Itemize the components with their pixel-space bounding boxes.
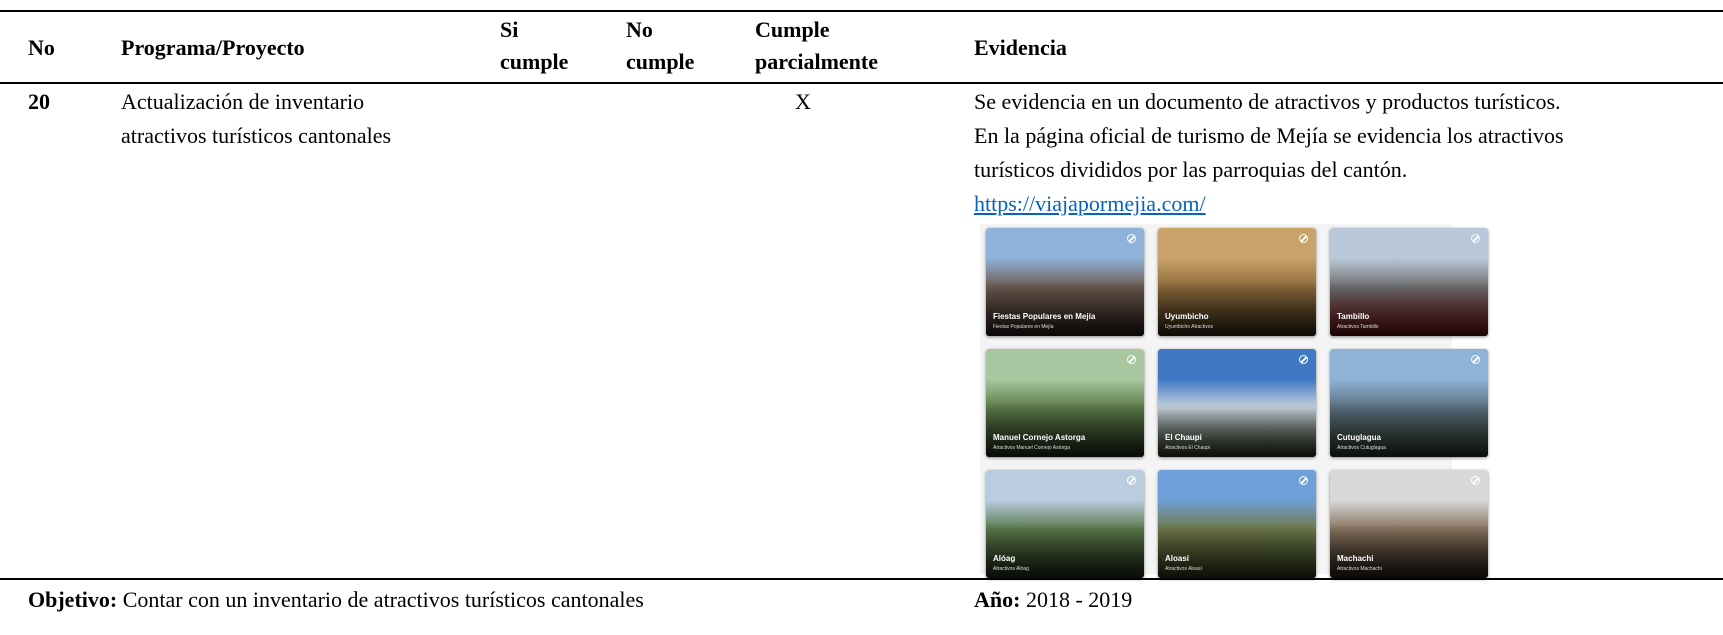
footer-rule (0, 578, 1723, 580)
tile-title: Fiestas Populares en Mejía (993, 312, 1096, 321)
row-program-line1: Actualización de inventario (121, 89, 365, 114)
compass-icon (1299, 476, 1308, 485)
header-no-cumple: No cumple (626, 14, 694, 78)
evidence-line1: Se evidencia en un documento de atractiv… (974, 89, 1561, 114)
header-evidencia: Evidencia (974, 35, 1067, 60)
compass-icon (1299, 234, 1308, 243)
tile-title: Aloasí (1165, 554, 1190, 563)
tile-shade (986, 403, 1144, 457)
compass-icon (1127, 234, 1136, 243)
tile-shade (1330, 524, 1488, 578)
header-si-cumple-line1: Si (500, 17, 519, 42)
header-parcial-line1: Cumple (755, 17, 830, 42)
header-rule (0, 82, 1723, 84)
tile-subtitle: Atractivos Alóag (993, 566, 1029, 572)
header-si-cumple-line2: cumple (500, 49, 569, 74)
header-no-cumple-line1: No (626, 17, 653, 42)
row-evidence: Se evidencia en un documento de atractiv… (974, 85, 1564, 221)
tile-subtitle: Atractivos Machachi (1337, 566, 1382, 572)
tile-title: Cutuglagua (1337, 433, 1381, 442)
compass-icon (1471, 355, 1480, 364)
tile-shade (1158, 403, 1316, 457)
tile-shade (986, 282, 1144, 336)
header-parcial-line2: parcialmente (755, 49, 879, 74)
row-program: Actualización de inventario atractivos t… (121, 85, 391, 153)
anio-text: 2018 - 2019 (1025, 587, 1133, 612)
header-program: Programa/Proyecto (121, 35, 305, 60)
tile-subtitle: Atractivos Tambillo (1337, 324, 1379, 330)
header-no-cumple-line2: cumple (626, 49, 695, 74)
header-cumple-parcialmente: Cumple parcialmente (755, 14, 878, 78)
row-program-line2: atractivos turísticos cantonales (121, 123, 392, 148)
objetivo-text: Contar con un inventario de atractivos t… (122, 587, 644, 612)
tile-subtitle: Atractivos Manuel Cornejo Astorga (993, 445, 1070, 451)
tile-shade (1158, 524, 1316, 578)
row-parcial-mark: X (795, 89, 811, 114)
row-number: 20 (28, 89, 50, 114)
tile-shade (1330, 282, 1488, 336)
tile-subtitle: Atractivos Aloasí (1165, 566, 1202, 572)
tile-shade (986, 524, 1144, 578)
objetivo: Objetivo: Contar con un inventario de at… (28, 583, 644, 617)
evidence-link[interactable]: https://viajapormejia.com/ (974, 191, 1206, 216)
compass-icon (1471, 476, 1480, 485)
tile-shade (1158, 282, 1316, 336)
tile-subtitle: Fiestas Populares en Mejía (993, 324, 1054, 330)
tile-subtitle: Atractivos El Chaupi (1165, 445, 1211, 451)
evidence-line3: turísticos divididos por las parroquias … (974, 157, 1408, 182)
table-top-rule (0, 10, 1723, 12)
tile-title: Manuel Cornejo Astorga (993, 433, 1086, 442)
evidence-line2: En la página oficial de turismo de Mejía… (974, 123, 1564, 148)
anio: Año: 2018 - 2019 (974, 583, 1132, 617)
tile-title: El Chaupi (1165, 433, 1202, 442)
compass-icon (1127, 355, 1136, 364)
compass-icon (1127, 476, 1136, 485)
objetivo-label: Objetivo: (28, 587, 118, 612)
header-si-cumple: Si cumple (500, 14, 568, 78)
tile-subtitle: Atractivos Cutuglagua (1337, 445, 1386, 451)
tile-title: Tambillo (1337, 312, 1370, 321)
anio-label: Año: (974, 587, 1021, 612)
compass-icon (1471, 234, 1480, 243)
tile-title: Alóag (993, 554, 1016, 563)
tile-subtitle: Uyumbicho Atractivos (1165, 324, 1214, 330)
tile-shade (1330, 403, 1488, 457)
tile-title: Uyumbicho (1165, 312, 1209, 321)
header-no: No (28, 35, 55, 60)
tile-title: Machachi (1337, 554, 1374, 563)
compass-icon (1299, 355, 1308, 364)
